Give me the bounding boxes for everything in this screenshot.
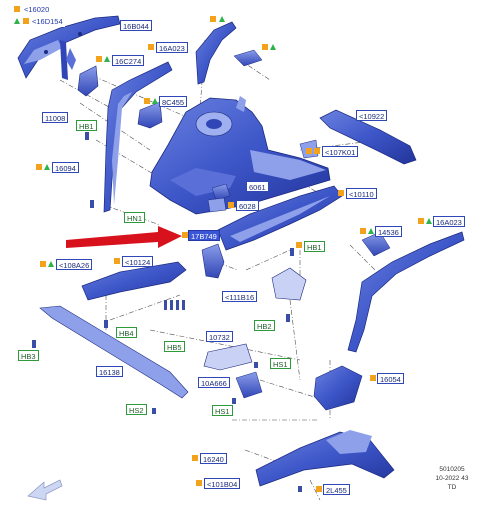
orange-marker-icon (338, 190, 344, 196)
bracket-10a666-part (235, 371, 263, 399)
part-label-6061[interactable]: 6061 (246, 181, 269, 192)
pillar-right-part (347, 231, 465, 353)
part-label-14536[interactable]: 14536 (375, 226, 402, 237)
bracket-10732-part (203, 343, 253, 371)
part-label-10124[interactable]: <10124 (122, 256, 154, 267)
a-pillar-left-part (103, 61, 173, 213)
part-label-16138[interactable]: 16138 (96, 366, 123, 377)
green-marker-icon (368, 228, 374, 234)
diagram-code: 5010205 10-2022 43 TD (432, 465, 472, 492)
part-label-16054[interactable]: 16054 (377, 373, 404, 384)
part-label-2l455[interactable]: 2L455 (323, 484, 350, 495)
orange-marker-icon (370, 375, 376, 381)
cross-member-part (319, 109, 417, 165)
part-label-16a023-right[interactable]: 16A023 (433, 216, 465, 227)
part-label-107k01[interactable]: <107K01 (322, 146, 359, 157)
part-label-111b16[interactable]: <111B16 (222, 291, 258, 302)
part-label-hb1[interactable]: HB1 (76, 120, 97, 131)
mount-6061-part (211, 183, 231, 201)
orange-marker-icon (148, 44, 154, 50)
green-marker-icon (270, 44, 276, 50)
orange-marker-icon (36, 164, 42, 170)
part-label-10a666[interactable]: 10A666 (198, 377, 230, 388)
orange-marker-icon (196, 480, 202, 486)
orange-marker-icon (306, 148, 312, 154)
upper-pillar-part (195, 21, 263, 85)
part-label-6028[interactable]: 6028 (236, 200, 259, 211)
part-label-16240[interactable]: 16240 (200, 453, 227, 464)
green-marker-icon (44, 164, 50, 170)
part-label-10922[interactable]: <10922 (356, 110, 388, 121)
part-label-hb2[interactable]: HB2 (254, 320, 275, 331)
red-arrow-icon (66, 226, 182, 248)
bracket-part (77, 65, 99, 97)
green-marker-icon (14, 18, 20, 24)
orange-marker-icon (210, 16, 216, 22)
part-label-10732[interactable]: 10732 (206, 331, 233, 342)
orange-marker-icon (360, 228, 366, 234)
orange-marker-icon (14, 6, 20, 12)
orange-marker-icon (114, 258, 120, 264)
green-marker-icon (152, 98, 158, 104)
mount-6028-part (207, 197, 227, 213)
part-label-16a023[interactable]: 16A023 (156, 42, 188, 53)
orange-marker-icon (314, 148, 320, 154)
part-label-hb1-right[interactable]: HB1 (304, 241, 325, 252)
part-label-101b04[interactable]: <101B04 (204, 478, 241, 489)
orange-marker-icon (144, 98, 150, 104)
orange-marker-icon (262, 44, 268, 50)
sill-panel-part (81, 261, 187, 301)
part-label-10110[interactable]: <10110 (346, 188, 377, 199)
arrow-lower-left-icon (27, 479, 63, 501)
radiator-support-part (17, 15, 121, 80)
legend-line-2: <16D154 (30, 16, 65, 27)
orange-marker-icon (96, 56, 102, 62)
mount-16054-part (313, 365, 363, 411)
orange-marker-icon (296, 242, 302, 248)
diagram-code-date: 10-2022 43 (435, 475, 469, 482)
orange-marker-icon (192, 455, 198, 461)
part-label-11008[interactable]: 11008 (42, 112, 69, 123)
part-label-8c455[interactable]: 8C455 (159, 96, 188, 107)
long-sill-part (39, 305, 189, 399)
part-label-hs1[interactable]: HS1 (270, 358, 291, 369)
bracket-111b16-part (271, 267, 307, 301)
mount-14536-part (361, 231, 391, 257)
green-marker-icon (48, 261, 54, 267)
orange-marker-icon (23, 18, 29, 24)
fasteners (32, 132, 302, 492)
orange-marker-icon (40, 261, 46, 267)
orange-marker-icon (418, 218, 424, 224)
part-label-16094[interactable]: 16094 (52, 162, 79, 173)
part-label-hs1-lower[interactable]: HS1 (212, 405, 233, 416)
orange-marker-icon (182, 232, 188, 238)
orange-marker-icon (228, 202, 234, 208)
green-marker-icon (219, 16, 225, 22)
orange-marker-icon (316, 486, 322, 492)
part-label-17b749[interactable]: 17B749 (188, 230, 220, 241)
part-label-hb3[interactable]: HB3 (18, 350, 39, 361)
diagram-code-number: 5010205 (439, 466, 465, 473)
part-label-16b044[interactable]: 16B044 (120, 20, 152, 31)
bracket-17b749-part (201, 243, 225, 279)
lower-sill-part (255, 430, 395, 487)
green-marker-icon (104, 56, 110, 62)
green-marker-icon (426, 218, 432, 224)
part-label-hn1[interactable]: HN1 (124, 212, 146, 223)
legend-line-1: <16020 (22, 4, 52, 15)
part-label-16c274[interactable]: 16C274 (112, 55, 145, 66)
side-rail-part (217, 185, 343, 251)
diagram-code-suffix: TD (447, 484, 457, 491)
part-label-hb5[interactable]: HB5 (164, 341, 185, 352)
part-label-108a26[interactable]: <108A26 (56, 259, 93, 270)
part-label-hb4[interactable]: HB4 (116, 327, 137, 338)
part-label-hs2[interactable]: HS2 (126, 404, 147, 415)
